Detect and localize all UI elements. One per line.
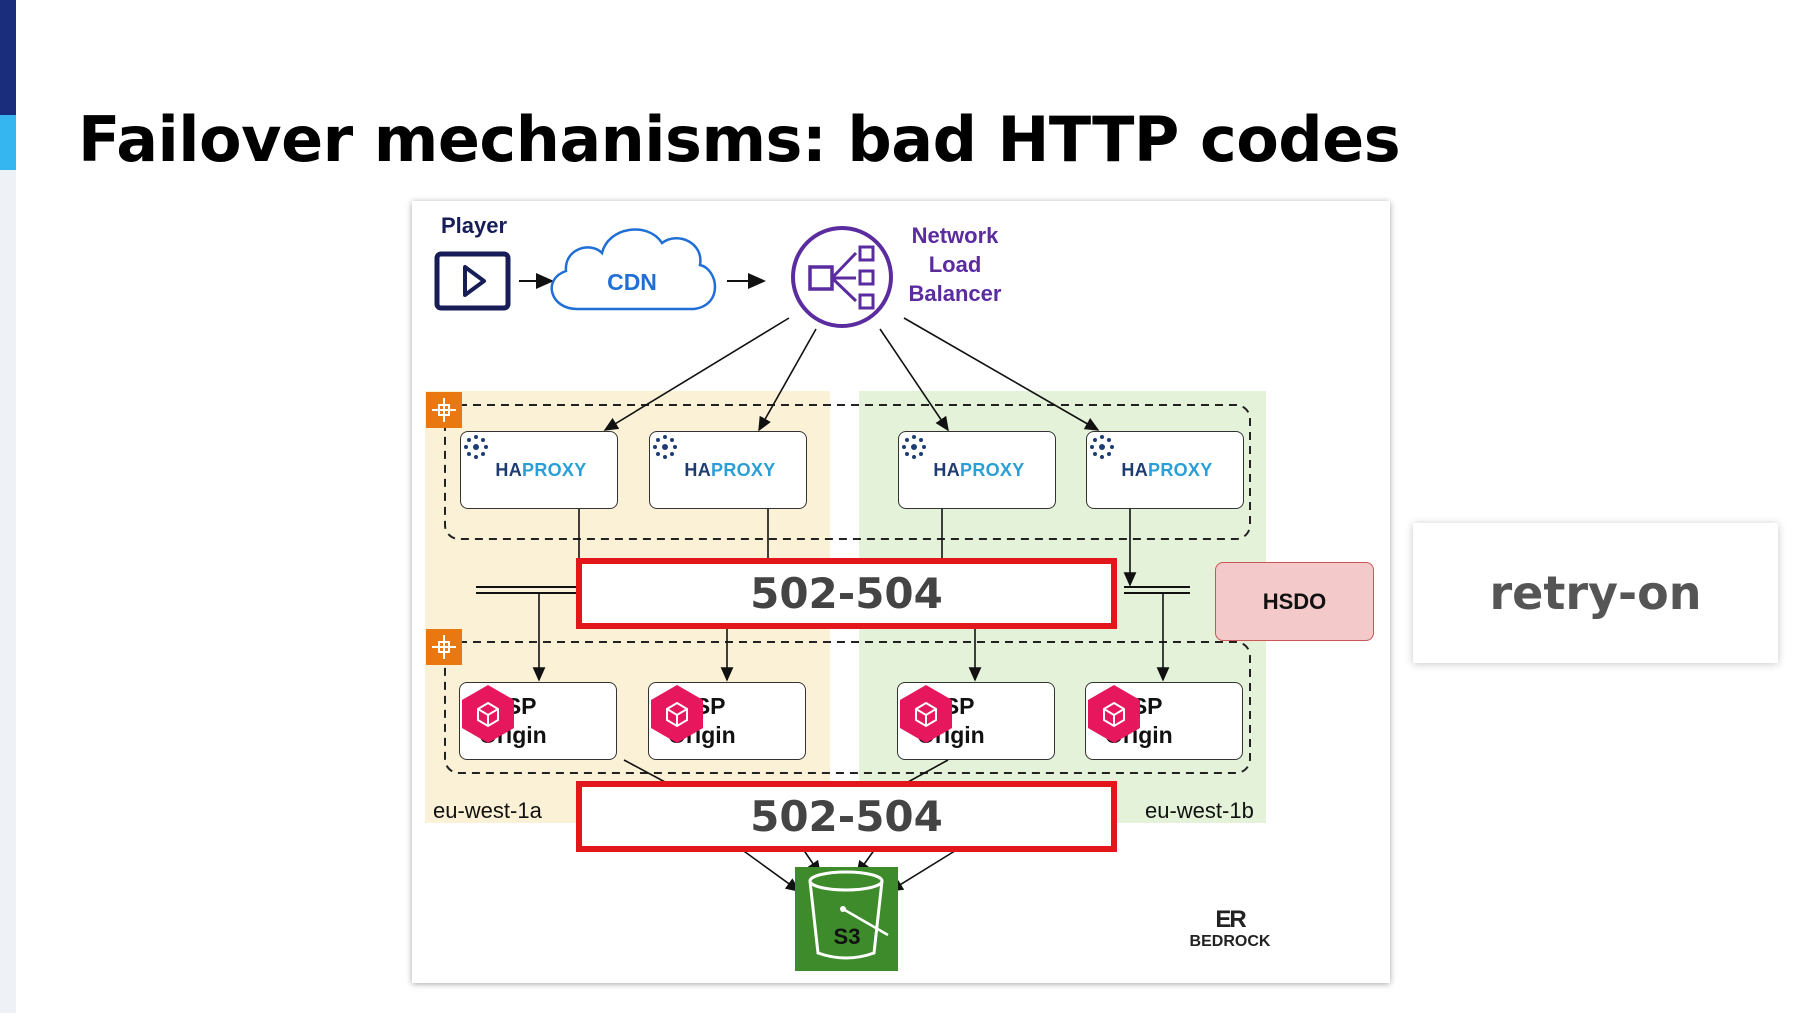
architecture-diagram: Player CDN Network Load Balancer HAPROXY… bbox=[412, 201, 1390, 983]
player-icon bbox=[434, 251, 511, 311]
error-code-box-bottom: 502-504 bbox=[576, 781, 1117, 852]
bedrock-logo: ER BEDROCK bbox=[1180, 907, 1280, 951]
usp-origin-node: USPOrigin bbox=[459, 682, 617, 760]
haproxy-label-suffix: PROXY bbox=[711, 459, 776, 480]
haproxy-label-suffix: PROXY bbox=[522, 459, 587, 480]
nlb-icon bbox=[791, 226, 893, 328]
haproxy-asg bbox=[444, 404, 1251, 540]
haproxy-label-suffix: PROXY bbox=[1148, 459, 1213, 480]
zone-a-label: eu-west-1a bbox=[433, 798, 542, 823]
usp-origin-node: USPOrigin bbox=[648, 682, 806, 760]
cdn-label: CDN bbox=[607, 269, 657, 295]
haproxy-node: HAPROXY bbox=[460, 431, 618, 509]
s3-label: S3 bbox=[833, 924, 861, 949]
player-label: Player bbox=[440, 213, 508, 238]
nlb-label-line: Load bbox=[928, 252, 982, 277]
retry-on-callout: retry-on bbox=[1413, 523, 1778, 663]
haproxy-node: HAPROXY bbox=[1086, 431, 1244, 509]
nlb-label-line: Network bbox=[911, 223, 999, 248]
haproxy-label-prefix: HA bbox=[684, 459, 712, 480]
haproxy-label-prefix: HA bbox=[495, 459, 523, 480]
s3-link bbox=[623, 759, 666, 783]
s3-arrow bbox=[888, 848, 959, 892]
nlb-arrow bbox=[879, 328, 949, 432]
haproxy-label-suffix: PROXY bbox=[960, 459, 1025, 480]
usp-origin-node: USPOrigin bbox=[1085, 682, 1243, 760]
haproxy-label-prefix: HA bbox=[933, 459, 961, 480]
nlb-label: Network Load Balancer bbox=[900, 221, 1010, 308]
slide-title: Failover mechanisms: bad HTTP codes bbox=[78, 103, 1401, 176]
s3-arrow bbox=[740, 848, 801, 892]
bedrock-logo-text: BEDROCK bbox=[1189, 933, 1271, 950]
left-accent-light bbox=[0, 115, 16, 170]
nlb-arrow bbox=[758, 328, 817, 432]
haproxy-label-prefix: HA bbox=[1121, 459, 1149, 480]
nlb-arrow bbox=[903, 317, 1100, 431]
hsdo-box: HSDO bbox=[1215, 562, 1374, 641]
usp-origin-node: USPOrigin bbox=[897, 682, 1055, 760]
haproxy-node: HAPROXY bbox=[649, 431, 807, 509]
haproxy-label: HAPROXY bbox=[684, 460, 775, 481]
nlb-label-line: Balancer bbox=[908, 281, 1002, 306]
haproxy-label: HAPROXY bbox=[1121, 460, 1212, 481]
nlb-arrow bbox=[603, 317, 790, 431]
bedrock-logo-mark: ER bbox=[1215, 906, 1246, 933]
haproxy-label: HAPROXY bbox=[495, 460, 586, 481]
cdn-cloud-icon bbox=[550, 228, 717, 311]
s3-link bbox=[907, 759, 949, 783]
asg-badge-icon bbox=[426, 392, 462, 428]
haproxy-label: HAPROXY bbox=[933, 460, 1024, 481]
zone-b-label: eu-west-1b bbox=[1145, 798, 1254, 823]
asg-badge-icon bbox=[426, 629, 462, 665]
haproxy-node: HAPROXY bbox=[898, 431, 1056, 509]
s3-bucket-icon bbox=[795, 867, 898, 971]
error-code-box-top: 502-504 bbox=[576, 558, 1117, 629]
left-accent-bar bbox=[0, 0, 16, 1013]
left-accent-dark bbox=[0, 0, 16, 115]
